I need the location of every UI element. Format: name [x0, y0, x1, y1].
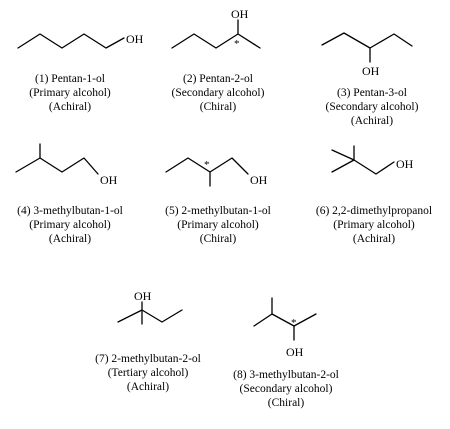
- molecule-1-chirality: (Achiral): [49, 101, 91, 113]
- molecule-5-chirality: (Chiral): [200, 233, 237, 245]
- molecule-7-chirality: (Achiral): [127, 381, 169, 393]
- molecule-3-oh: OH: [362, 64, 380, 78]
- molecule-5-oh: OH: [250, 173, 268, 187]
- molecule-5-class: (Primary alcohol): [177, 219, 259, 231]
- molecule-3-skeleton: [321, 32, 413, 49]
- molecule-6-methyl-bond-b: [331, 149, 355, 161]
- molecule-8-name: (8) 3-methylbutan-2-ol: [233, 369, 339, 381]
- molecule-3-chirality: (Achiral): [351, 115, 393, 127]
- molecule-2-class: (Secondary alcohol): [172, 87, 265, 99]
- molecule-8-class: (Secondary alcohol): [240, 383, 333, 395]
- molecule-6-name: (6) 2,2-dimethylpropanol: [316, 205, 432, 217]
- molecule-7-class: (Tertiary alcohol): [108, 367, 189, 379]
- molecule-8: * OH (8) 3-methylbutan-2-ol (Secondary a…: [233, 297, 339, 409]
- molecule-1: OH (1) Pentan-1-ol (Primary alcohol) (Ac…: [17, 32, 144, 113]
- molecule-2-stereocenter-mark: *: [234, 38, 240, 50]
- molecule-6-chirality: (Achiral): [353, 233, 395, 245]
- molecule-4-name: (4) 3-methylbutan-1-ol: [17, 205, 123, 217]
- molecule-8-chirality: (Chiral): [268, 397, 305, 409]
- molecule-1-oh: OH: [126, 32, 144, 46]
- molecule-7-name: (7) 2-methylbutan-2-ol: [95, 353, 201, 365]
- molecule-6-skeleton: [331, 159, 395, 175]
- molecule-4-skeleton: [15, 157, 99, 175]
- molecule-6-oh: OH: [396, 157, 414, 171]
- molecule-3-name: (3) Pentan-3-ol: [337, 87, 407, 99]
- molecule-8-skeleton: [253, 313, 317, 327]
- molecule-4-class: (Primary alcohol): [29, 219, 111, 231]
- molecule-5-stereocenter-mark: *: [204, 159, 210, 171]
- molecule-2-skeleton: [171, 33, 261, 49]
- molecule-2-oh: OH: [231, 7, 249, 21]
- molecule-5-name: (5) 2-methylbutan-1-ol: [165, 205, 271, 217]
- molecule-7: OH (7) 2-methylbutan-2-ol (Tertiary alco…: [95, 289, 201, 393]
- molecule-3-class: (Secondary alcohol): [326, 101, 419, 113]
- molecule-8-stereocenter-mark: *: [291, 317, 297, 329]
- molecule-5: * OH (5) 2-methylbutan-1-ol (Primary alc…: [165, 157, 271, 245]
- molecule-2-name: (2) Pentan-2-ol: [183, 73, 253, 85]
- molecule-3: OH (3) Pentan-3-ol (Secondary alcohol) (…: [321, 32, 419, 127]
- molecule-2-chirality: (Chiral): [200, 101, 237, 113]
- molecule-7-skeleton: [117, 309, 183, 323]
- molecule-1-name: (1) Pentan-1-ol: [35, 73, 105, 85]
- molecule-4-chirality: (Achiral): [49, 233, 91, 245]
- molecule-4: OH (4) 3-methylbutan-1-ol (Primary alcoh…: [15, 143, 123, 245]
- molecule-8-oh: OH: [286, 345, 304, 359]
- molecule-1-skeleton: [17, 33, 125, 49]
- molecule-6: OH (6) 2,2-dimethylpropanol (Primary alc…: [316, 145, 432, 245]
- molecule-6-class: (Primary alcohol): [333, 219, 415, 231]
- molecule-4-oh: OH: [100, 173, 118, 187]
- molecule-2: OH * (2) Pentan-2-ol (Secondary alcohol)…: [171, 7, 265, 113]
- molecule-7-oh: OH: [134, 289, 152, 303]
- molecule-1-class: (Primary alcohol): [29, 87, 111, 99]
